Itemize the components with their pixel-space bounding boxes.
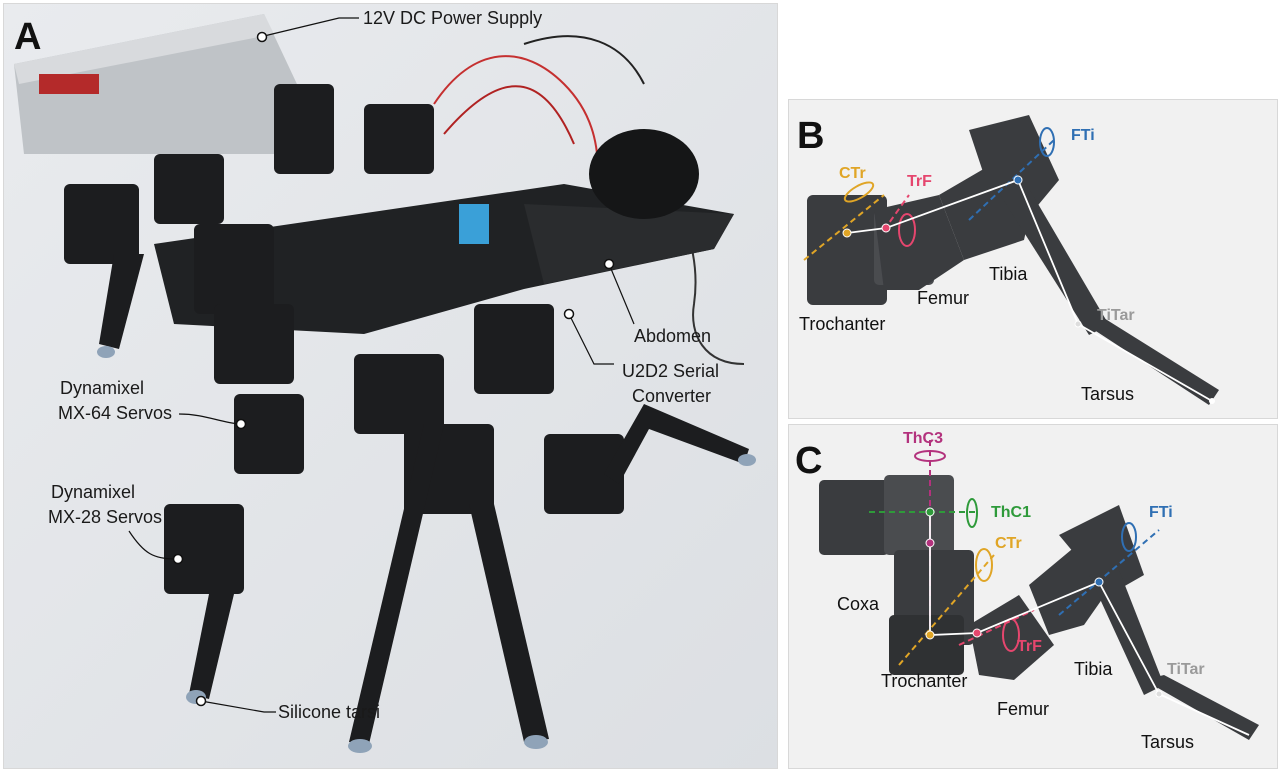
label-u2d2-line2: Converter [632,386,711,406]
leg-render-c: C ThC3 ThC1 CTr TrF FTi TiTar Coxa Troch… [789,425,1277,768]
label-abdomen: Abdomen [634,326,711,346]
axis-label-trf-b: TrF [907,173,932,190]
panel-letter-b: B [797,115,824,157]
axis-label-trf-c: TrF [1017,638,1042,655]
label-mx28-line1: Dynamixel [51,482,135,502]
segment-label-femur-c: Femur [997,699,1049,719]
joint-axes-c [869,440,1160,666]
robot-photo-panel-a: A 12V DC Power Supply Abdomen U2D2 Seria… [3,3,778,769]
leg-diagram-panel-b: B CTr TrF FTi TiTar Trochanter Femur Tib… [788,99,1278,419]
joint-markers-b [842,175,1215,404]
segment-label-femur-b: Femur [917,288,969,308]
segment-label-coxa-c: Coxa [837,594,880,614]
leader-lines [128,17,635,713]
axis-label-thc3-c: ThC3 [903,430,943,447]
axis-label-titar-c: TiTar [1167,661,1205,678]
label-power-supply: 12V DC Power Supply [363,8,542,28]
axis-label-ctr-b: CTr [839,165,866,182]
segment-label-trochanter-c: Trochanter [881,671,967,691]
axis-label-ctr-c: CTr [995,535,1022,552]
label-mx28-line2: MX-28 Servos [48,507,162,527]
leg-diagram-panel-c: C ThC3 ThC1 CTr TrF FTi TiTar Coxa Troch… [788,424,1278,769]
axis-label-thc1-c: ThC1 [991,504,1031,521]
axis-label-fti-c: FTi [1149,504,1173,521]
leader-dots [172,31,615,707]
segment-label-tarsus-b: Tarsus [1081,384,1134,404]
leg-segments-b [807,115,1219,405]
label-u2d2-line1: U2D2 Serial [622,361,719,381]
robot-legs [64,84,749,744]
segment-label-trochanter-b: Trochanter [799,314,885,334]
label-mx64-line2: MX-64 Servos [58,403,172,423]
robot-body [154,129,734,334]
leg-render-b: B CTr TrF FTi TiTar Trochanter Femur Tib… [789,100,1277,418]
segment-label-tarsus-c: Tarsus [1141,732,1194,752]
axis-label-fti-b: FTi [1071,127,1095,144]
label-silicone-tarsi: Silicone tarsi [278,702,380,722]
axis-label-titar-b: TiTar [1097,307,1135,324]
joint-axes-b [803,127,1055,261]
panel-letter-a: A [14,16,41,58]
hexapod-robot-photo: A 12V DC Power Supply Abdomen U2D2 Seria… [4,4,777,768]
segment-label-tibia-c: Tibia [1074,659,1113,679]
joint-markers-c [925,507,1163,698]
power-supply-unit [14,14,304,154]
leg-segments-c [819,475,1259,740]
label-mx64-line1: Dynamixel [60,378,144,398]
segment-label-tibia-b: Tibia [989,264,1028,284]
panel-letter-c: C [795,440,822,482]
